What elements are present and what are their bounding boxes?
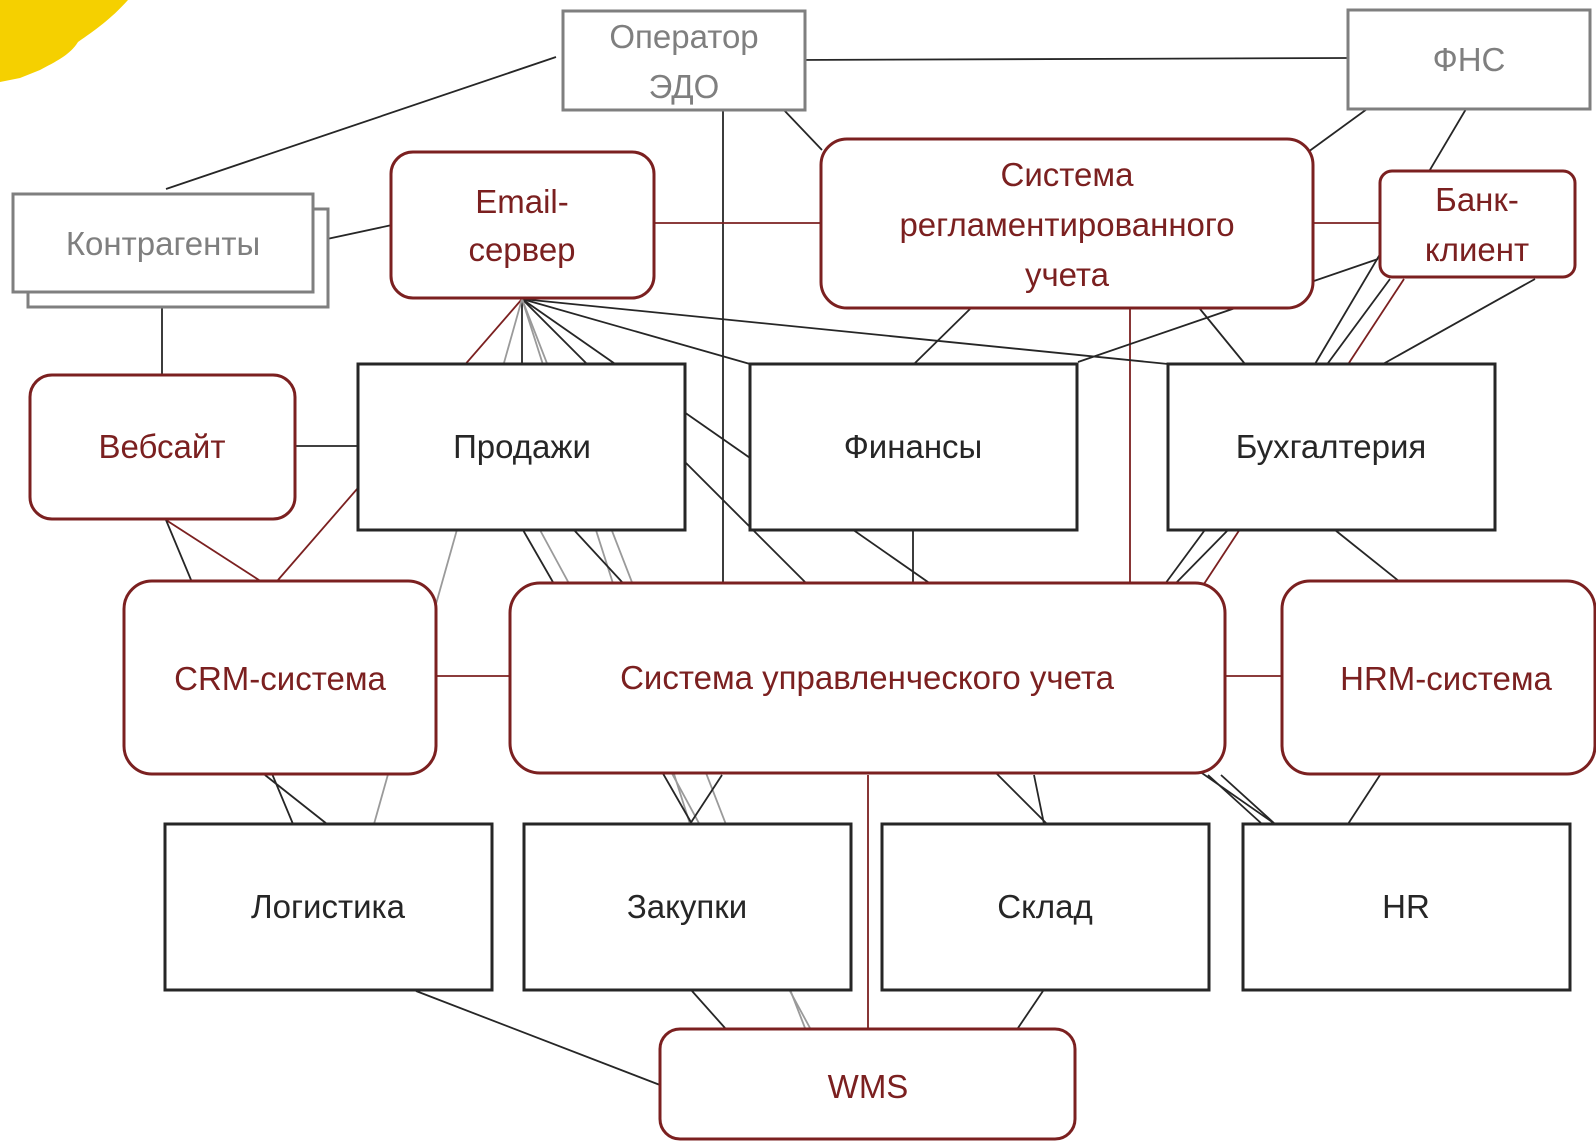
node-accounting: Бухгалтерия bbox=[1166, 362, 1497, 532]
node-hrm: HRM-система bbox=[1280, 579, 1596, 776]
node-finance: Финансы bbox=[748, 362, 1079, 532]
link-bank-finance bbox=[1077, 258, 1379, 363]
bank-label-line2: клиент bbox=[1425, 231, 1529, 268]
counterparties-label: Контрагенты bbox=[66, 225, 260, 262]
node-fns: ФНС bbox=[1346, 8, 1592, 111]
accounting-label: Бухгалтерия bbox=[1236, 428, 1427, 465]
wms-label: WMS bbox=[828, 1068, 909, 1105]
node-crm: CRM-система bbox=[122, 579, 438, 776]
node-logistics: Логистика bbox=[163, 822, 494, 992]
node-edo-operator: Оператор ЭДО bbox=[561, 9, 807, 112]
link-fns-regulated bbox=[1307, 108, 1368, 153]
link-crm-logistics bbox=[264, 774, 328, 825]
fns-label: ФНС bbox=[1433, 41, 1506, 78]
node-wms: WMS bbox=[658, 1027, 1077, 1141]
regulated-label-line2: регламентированного bbox=[899, 206, 1234, 243]
link-edo-fns bbox=[791, 57, 1348, 61]
edo-label-line1: Оператор bbox=[609, 18, 758, 55]
link-logistics-wms bbox=[415, 990, 661, 1086]
crm-label: CRM-система bbox=[174, 660, 386, 697]
link-accounting-management bbox=[1174, 529, 1229, 585]
logistics-label: Логистика bbox=[251, 888, 406, 925]
link-accounting-hrm bbox=[1334, 529, 1401, 583]
hr-label: HR bbox=[1382, 888, 1430, 925]
warehouse-label: Склад bbox=[997, 888, 1093, 925]
email-label-line1: Email- bbox=[475, 183, 569, 220]
node-management-accounting: Система управленческого учета bbox=[508, 581, 1227, 775]
link-sales-management bbox=[573, 529, 623, 583]
node-hr: HR bbox=[1241, 822, 1572, 992]
sales-label: Продажи bbox=[453, 428, 591, 465]
node-bank-client: Банк- клиент bbox=[1378, 169, 1577, 279]
link-edo-counterparties bbox=[165, 56, 557, 190]
edo-label-line2: ЭДО bbox=[649, 68, 720, 105]
regulated-label-line1: Система bbox=[1001, 156, 1135, 193]
regulated-label-line3: учета bbox=[1025, 256, 1110, 293]
link-management-hr-b bbox=[1220, 774, 1276, 825]
link-email-finance bbox=[521, 298, 751, 365]
yellow-brush-decoration bbox=[0, 0, 128, 82]
link-management-purchasing bbox=[689, 774, 723, 825]
purchasing-label: Закупки bbox=[627, 888, 747, 925]
node-purchasing: Закупки bbox=[522, 822, 853, 992]
link-regulated-finance bbox=[913, 308, 971, 365]
hrm-label: HRM-система bbox=[1340, 660, 1552, 697]
bank-label-line1: Банк- bbox=[1435, 181, 1519, 218]
website-label: Вебсайт bbox=[99, 428, 226, 465]
link-website-crm bbox=[165, 519, 263, 583]
link-edo-regulated bbox=[781, 107, 823, 151]
link-warehouse-wms bbox=[1017, 990, 1044, 1029]
link-hrm-hr bbox=[1347, 774, 1381, 825]
link-email-accounting bbox=[521, 298, 1169, 365]
link-management-warehouse bbox=[1033, 774, 1045, 825]
link-purchasing-wms bbox=[691, 990, 726, 1029]
link-management-hr-a bbox=[1207, 774, 1263, 825]
node-warehouse: Склад bbox=[880, 822, 1211, 992]
node-regulated-accounting: Система регламентированного учета bbox=[819, 137, 1315, 310]
node-email-server: Email- сервер bbox=[389, 150, 656, 300]
email-label-line2: сервер bbox=[468, 231, 575, 268]
link-bank-accounting bbox=[1382, 278, 1536, 365]
node-sales: Продажи bbox=[356, 362, 687, 532]
management-label: Система управленческого учета bbox=[620, 659, 1114, 696]
finance-label: Финансы bbox=[844, 428, 983, 465]
node-counterparties: Контрагенты bbox=[11, 192, 330, 309]
node-website: Вебсайт bbox=[28, 373, 297, 521]
